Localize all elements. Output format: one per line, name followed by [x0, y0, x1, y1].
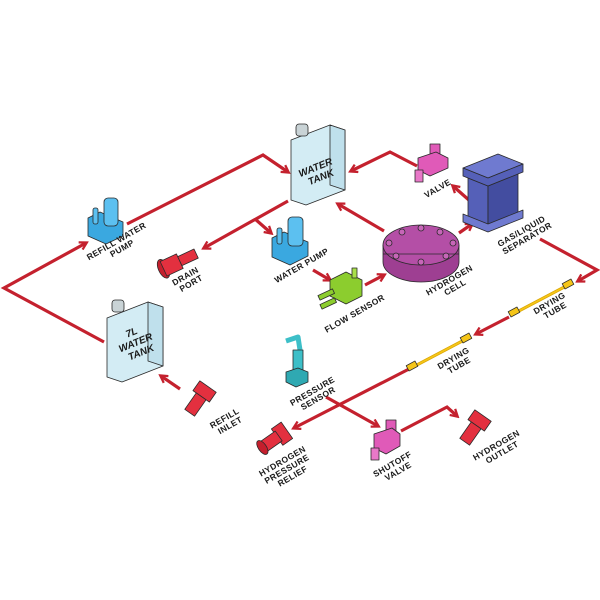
flow-water-pump-to-flow-sensor [312, 268, 330, 280]
drying-tube-2-label: DRYING TUBE [436, 344, 478, 379]
flow-refill-inlet-to-7l-tank [161, 376, 181, 391]
flow-7l-tank-to-refill-pump [0, 243, 105, 344]
flow-valve-to-water-tank [351, 150, 418, 171]
flow-drying-tube-to-pressure-relief [294, 367, 410, 428]
flow-refill-pump-to-water-tank [126, 153, 288, 226]
shutoff-valve [370, 419, 401, 461]
gas-liquid-separator [462, 153, 524, 233]
flow-separator-to-valve [453, 186, 472, 203]
flow-sensor [317, 267, 363, 310]
drying-tube-2 [405, 332, 473, 372]
valve [414, 143, 449, 183]
flow-separator-to-drying-tube [539, 237, 600, 281]
flow-shutoff-valve-to-outlet [400, 405, 457, 433]
flow-cell-to-separator [458, 224, 472, 235]
flow-water-tank-to-drain-port [204, 199, 289, 248]
hydrogen-outlet-label: HYDROGEN OUTLET [471, 426, 528, 470]
hydrogen-cell [382, 224, 460, 283]
flow-drying-tube-to-drying-tube [476, 315, 510, 334]
refill-water-pump [87, 197, 124, 245]
hydrogen-outlet [459, 409, 492, 446]
water-tank: WATER TANK [290, 123, 346, 206]
drain-port [156, 248, 199, 279]
pressure-sensor [285, 334, 309, 388]
valve-label: VALVE [422, 177, 452, 200]
water-tank-7l: 7L WATER TANK [106, 299, 164, 383]
flow-lines [0, 150, 600, 433]
hydrogen-pressure-relief [256, 421, 294, 455]
refill-inlet [184, 380, 217, 417]
flow-water-tank-to-water-pump [253, 217, 271, 233]
flow-cell-to-water-tank [338, 204, 385, 233]
flow-flow-sensor-to-cell [364, 275, 384, 287]
refill-inlet-label: REFILL INLET [208, 404, 248, 438]
drying-tube-1 [507, 278, 575, 318]
water-pump [271, 216, 309, 266]
flow-pressure-sensor-to-shutoff-valve [325, 395, 378, 426]
label-line: VALVE [422, 177, 452, 200]
